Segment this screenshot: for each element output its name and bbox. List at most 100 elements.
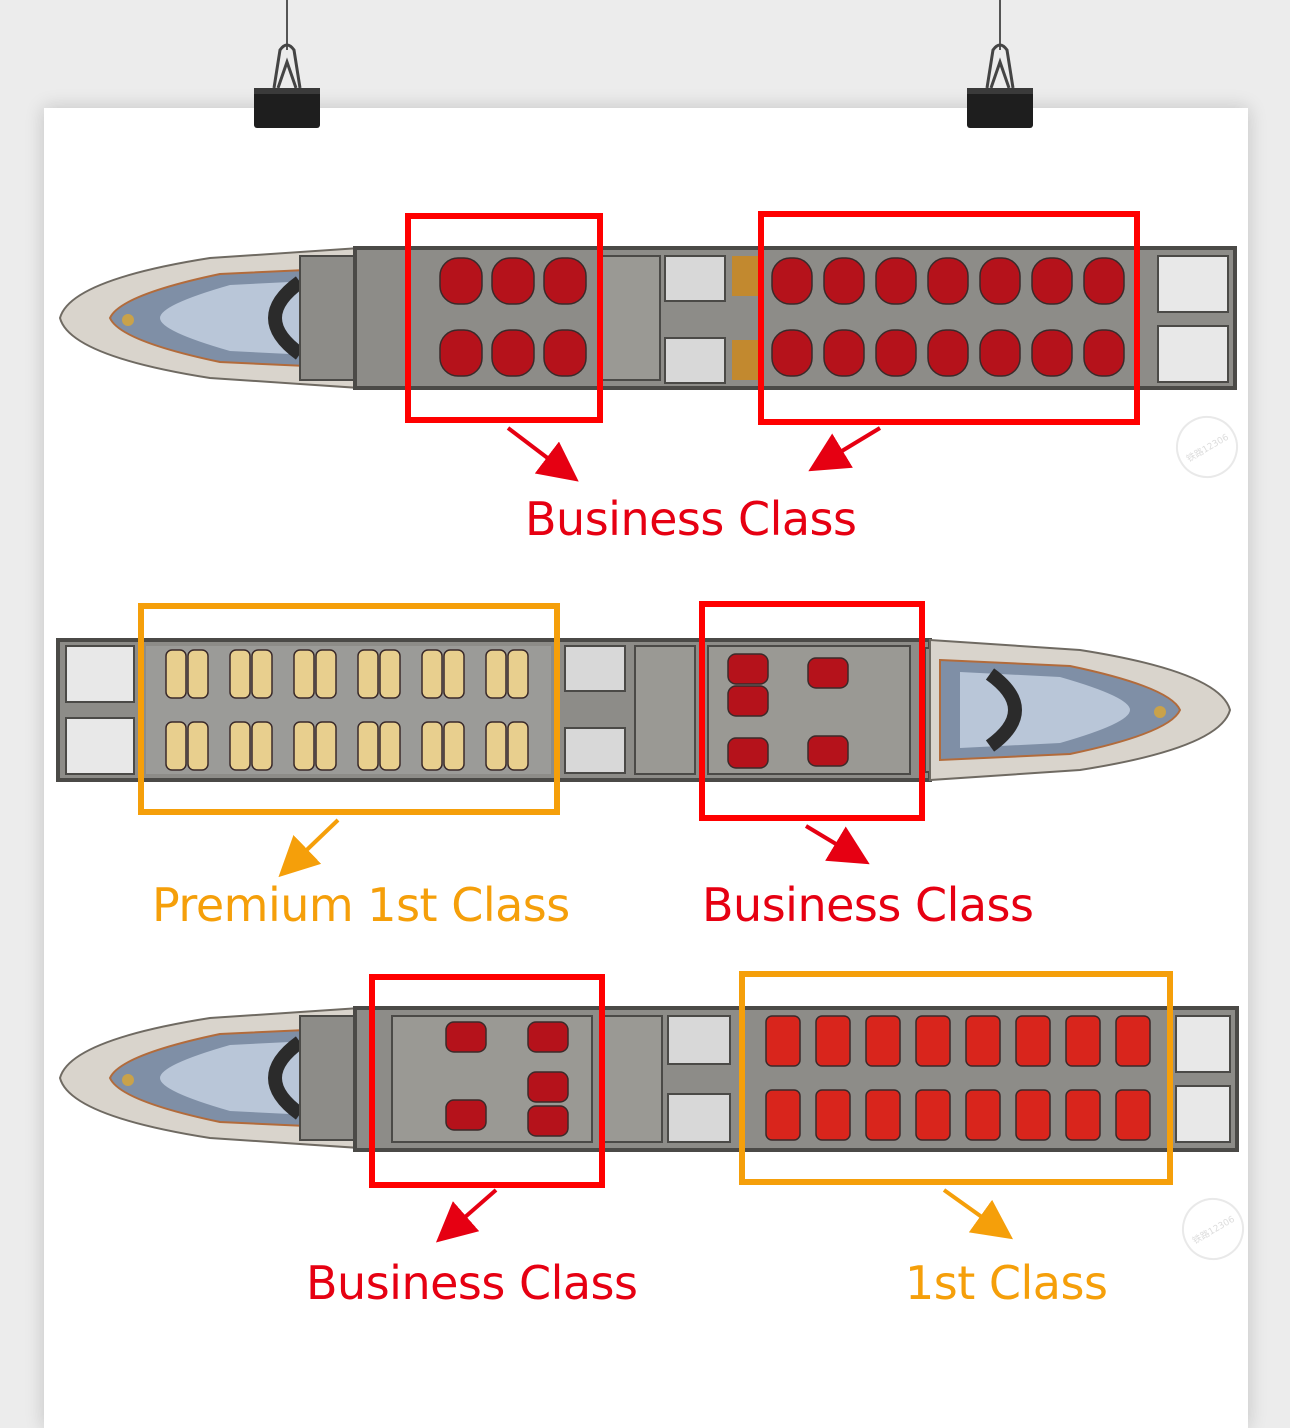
seat-icon — [491, 257, 535, 305]
seat-icon — [1065, 1015, 1101, 1067]
arrow-icon — [278, 818, 340, 878]
label-premium-first-class-row2: Premium 1st Class — [152, 878, 570, 932]
arrow-icon — [804, 824, 870, 865]
seat-icon — [315, 649, 337, 699]
business-seat-group — [439, 257, 1125, 377]
seat-icon — [543, 257, 587, 305]
business-zone-highlight — [369, 974, 605, 1188]
toilet-icon — [664, 255, 726, 302]
train-car-row-2 — [56, 638, 1232, 782]
label-business-class-row1: Business Class — [525, 492, 857, 546]
seat-icon — [315, 721, 337, 771]
seat-icon — [187, 649, 209, 699]
seat-icon — [823, 257, 865, 305]
seat-icon — [229, 721, 251, 771]
seat-icon — [771, 329, 813, 377]
label-business-class-row2: Business Class — [702, 878, 1034, 932]
seat-icon — [815, 1015, 851, 1067]
seat-icon — [439, 257, 483, 305]
seat-icon — [357, 649, 379, 699]
seat-icon — [875, 257, 917, 305]
seat-icon — [445, 1021, 487, 1053]
seat-icon — [1115, 1015, 1151, 1067]
seat-icon — [807, 735, 849, 767]
premium-first-zone-highlight — [138, 603, 560, 815]
door-icon — [1175, 1015, 1231, 1073]
seat-icon — [443, 649, 465, 699]
seat-icon — [379, 721, 401, 771]
seat-icon — [765, 1089, 801, 1141]
seat-icon — [771, 257, 813, 305]
seat-icon — [507, 721, 529, 771]
seat-icon — [765, 1015, 801, 1067]
seat-icon — [1083, 329, 1125, 377]
seat-icon — [507, 649, 529, 699]
toilet-icon — [667, 1093, 731, 1143]
label-first-class-row3: 1st Class — [905, 1256, 1108, 1310]
toilet-icon — [564, 645, 626, 692]
toilet-icon — [667, 1015, 731, 1065]
seat-icon — [357, 721, 379, 771]
toilet-icon — [664, 337, 726, 384]
train-car-row-3 — [58, 1006, 1239, 1152]
business-zone-highlight — [405, 213, 603, 423]
seat-icon — [543, 329, 587, 377]
seat-icon — [229, 649, 251, 699]
seat-icon — [293, 721, 315, 771]
seat-icon — [1015, 1089, 1051, 1141]
seat-icon — [445, 1099, 487, 1131]
seat-icon — [979, 257, 1021, 305]
first-seat-group — [765, 1015, 1151, 1141]
seat-icon — [965, 1089, 1001, 1141]
door-icon — [1175, 1085, 1231, 1143]
seat-icon — [1065, 1089, 1101, 1141]
door-icon — [65, 717, 135, 775]
arrow-icon — [435, 1188, 498, 1243]
seat-icon — [485, 721, 507, 771]
seat-icon — [807, 657, 849, 689]
seat-icon — [915, 1089, 951, 1141]
seat-icon — [815, 1089, 851, 1141]
business-zone-highlight — [699, 601, 925, 821]
label-business-class-row3: Business Class — [306, 1256, 638, 1310]
seat-icon — [915, 1015, 951, 1067]
first-zone-highlight — [739, 971, 1173, 1185]
seat-icon — [979, 329, 1021, 377]
seat-icon — [865, 1089, 901, 1141]
door-icon — [65, 645, 135, 703]
binder-clip-icon — [967, 43, 1033, 128]
door-icon — [1157, 325, 1229, 383]
seat-icon — [823, 329, 865, 377]
seat-icon — [439, 329, 483, 377]
seat-icon — [527, 1105, 569, 1137]
business-zone-highlight — [758, 211, 1140, 425]
hanging-wire-right — [999, 0, 1001, 50]
seat-icon — [485, 649, 507, 699]
seat-icon — [1031, 257, 1073, 305]
seat-icon — [251, 721, 273, 771]
business-seat-group — [727, 653, 849, 769]
door-icon — [1157, 255, 1229, 313]
binder-clip-icon — [254, 43, 320, 128]
seat-icon — [421, 721, 443, 771]
seat-icon — [251, 649, 273, 699]
seat-icon — [865, 1015, 901, 1067]
arrow-icon — [942, 1188, 1014, 1240]
seat-icon — [1115, 1089, 1151, 1141]
business-seat-group — [445, 1021, 569, 1137]
seat-icon — [927, 257, 969, 305]
arrow-icon — [808, 426, 882, 472]
seat-icon — [293, 649, 315, 699]
seat-icon — [379, 649, 401, 699]
seat-icon — [727, 737, 769, 769]
seat-icon — [527, 1071, 569, 1103]
arrow-icon — [506, 426, 579, 482]
premium-first-seat-group — [165, 649, 529, 771]
seat-icon — [1031, 329, 1073, 377]
hanging-wire-left — [286, 0, 288, 50]
seat-icon — [1083, 257, 1125, 305]
seat-icon — [727, 685, 769, 717]
seat-icon — [727, 653, 769, 685]
train-car-row-1 — [58, 246, 1237, 390]
